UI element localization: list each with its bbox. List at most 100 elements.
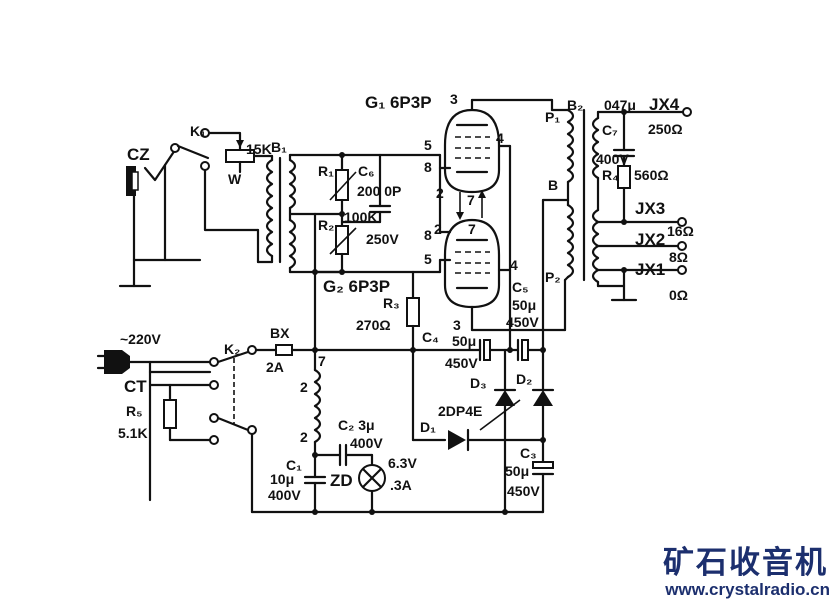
- label-p1: P₁: [545, 109, 560, 125]
- label-zd: ZD: [330, 471, 353, 490]
- label-c5-value: 50μ: [512, 297, 536, 313]
- label-pin7b: 7: [468, 221, 476, 237]
- labels: G₁ 6P3P G₂ 6P3P CZ K₁ 15K W B₁ R₁ R₂ 100…: [118, 91, 694, 503]
- label-pin4a: 4: [496, 130, 504, 146]
- tube-g1: [443, 98, 501, 194]
- label-100k: 100K: [344, 209, 377, 225]
- label-r1: R₁: [318, 163, 334, 179]
- label-g1: G₁ 6P3P: [365, 93, 432, 112]
- label-r3: R₃: [383, 295, 400, 311]
- heater-arrows: [456, 190, 486, 220]
- label-pin3b: 3: [453, 317, 461, 333]
- jack-jx2: [677, 241, 687, 251]
- label-d3: D₃: [470, 375, 487, 391]
- label-c1: C₁: [286, 457, 302, 473]
- label-choke-2a: 2: [300, 379, 308, 395]
- label-pin4b: 4: [510, 257, 518, 273]
- label-k1: K₁: [190, 123, 206, 139]
- label-c5: C₅: [512, 279, 529, 295]
- label-c1-value: 10μ: [270, 471, 294, 487]
- label-b1: B₁: [271, 139, 287, 155]
- label-p2: P₂: [545, 269, 561, 285]
- watermark-url: www.crystalradio.cn: [665, 580, 830, 599]
- label-r5: R₅: [126, 403, 143, 419]
- label-cz: CZ: [127, 145, 150, 164]
- label-bx: BX: [270, 325, 290, 341]
- tube-g2: [443, 218, 501, 309]
- input-jack-cz: [118, 148, 202, 288]
- capacitor-c2: [313, 443, 374, 467]
- capacitor-c3: [531, 461, 555, 514]
- label-jx1: JX1: [635, 260, 665, 279]
- label-r4: R₄: [602, 167, 619, 183]
- label-jx3: JX3: [635, 199, 665, 218]
- label-220v: ~220V: [120, 331, 162, 347]
- label-bx-value: 2A: [266, 359, 284, 375]
- label-c3-value: 50μ: [505, 463, 529, 479]
- label-c7-voltage: 400V: [596, 151, 629, 167]
- label-c3-voltage: 450V: [507, 483, 540, 499]
- label-lamp-current: .3A: [390, 477, 412, 493]
- capacitor-c4: [478, 338, 512, 362]
- label-b: B: [548, 177, 558, 193]
- watermark-title: 矿石收音机: [663, 545, 828, 581]
- label-c6: C₆: [358, 163, 374, 179]
- label-c4-voltage: 450V: [445, 355, 478, 371]
- label-w15k: 15K: [246, 141, 272, 157]
- label-250ohm: 250Ω: [648, 121, 683, 137]
- capacitor-c6: [340, 153, 392, 224]
- label-ct: CT: [124, 377, 147, 396]
- resistor-r3: [406, 270, 420, 352]
- diode-d3: [493, 348, 517, 514]
- label-w: W: [228, 171, 242, 187]
- label-c1-voltage: 400V: [268, 487, 301, 503]
- resistor-r5: [163, 399, 177, 442]
- label-c4: C₄: [422, 329, 439, 345]
- label-pin2b: 2: [434, 221, 442, 237]
- label-b2: B₂: [567, 97, 583, 113]
- jack-jx3: [677, 217, 687, 227]
- mains-plug: [96, 350, 212, 374]
- switch-k2: [209, 345, 257, 445]
- label-c6-value: 200 0P: [357, 183, 401, 199]
- label-diode-type: 2DP4E: [438, 403, 482, 419]
- label-choke-2b: 2: [300, 429, 308, 445]
- label-lamp-voltage: 6.3V: [388, 455, 417, 471]
- label-d2: D₂: [516, 371, 532, 387]
- label-jx4: JX4: [649, 95, 680, 114]
- label-8ohm: 8Ω: [669, 249, 688, 265]
- label-pin7a: 7: [467, 192, 475, 208]
- label-c4-value: 50μ: [452, 333, 476, 349]
- label-pin8b: 8: [424, 227, 432, 243]
- jack-jx4: [682, 107, 692, 117]
- label-pin5a: 5: [424, 137, 432, 153]
- label-c2-voltage: 400V: [350, 435, 383, 451]
- switch-k1: [163, 128, 260, 262]
- label-pin3a: 3: [450, 91, 458, 107]
- capacitor-c5: [508, 338, 545, 362]
- output-transformer-b2: [550, 108, 600, 284]
- label-pin5b: 5: [424, 251, 432, 267]
- label-c3: C₃: [520, 445, 537, 461]
- label-r3-value: 270Ω: [356, 317, 391, 333]
- potentiometer-w: [225, 140, 274, 174]
- capacitor-c7: [612, 110, 636, 168]
- label-k2: K₂: [224, 341, 240, 357]
- label-c2: C₂ 3μ: [338, 417, 375, 433]
- label-choke-7: 7: [318, 353, 326, 369]
- label-16ohm: 16Ω: [667, 223, 694, 239]
- label-r4-value: 560Ω: [634, 167, 669, 183]
- label-pin2a: 2: [436, 185, 444, 201]
- capacitor-c1: [303, 453, 327, 514]
- label-r2: R₂: [318, 217, 334, 233]
- label-d1: D₁: [420, 419, 436, 435]
- label-jx2: JX2: [635, 230, 665, 249]
- label-g2: G₂ 6P3P: [323, 277, 390, 296]
- label-r5-value: 5.1K: [118, 425, 148, 441]
- label-c5-voltage: 450V: [506, 314, 539, 330]
- lamp-zd: [358, 464, 386, 514]
- fuse-bx: [275, 344, 482, 356]
- label-0ohm: 0Ω: [669, 287, 688, 303]
- resistor-r4: [617, 165, 631, 224]
